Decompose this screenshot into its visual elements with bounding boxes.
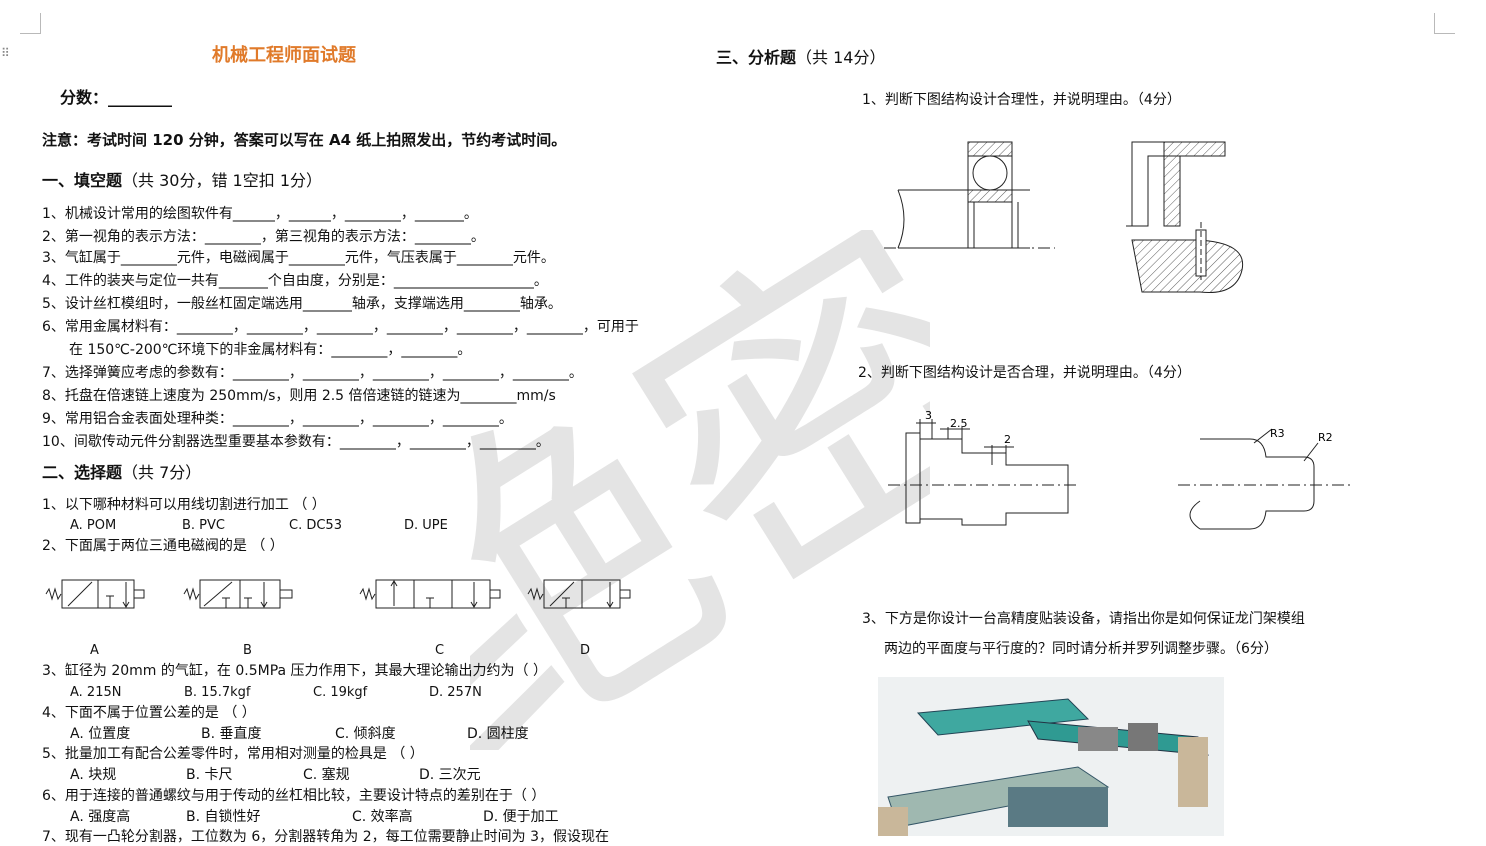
crop-mark-top-right <box>1434 13 1455 34</box>
section3-note: （共 14分） <box>796 48 886 67</box>
analysis-q1: 1、判断下图结构设计合理性，并说明理由。（4分） <box>862 92 1181 108</box>
choice-q5-d: D. 三次元 <box>419 767 481 783</box>
gantry-machine-image <box>878 677 1224 836</box>
fill-q6: 6、常用金属材料有：________，________，________，___… <box>42 319 639 335</box>
analysis-q2: 2、判断下图结构设计是否合理，并说明理由。（4分） <box>858 365 1191 381</box>
choice-q1-c: C. DC53 <box>289 518 342 533</box>
fill-q5: 5、设计丝杠模组时，一般丝杠固定端选用_______轴承，支撑端选用______… <box>42 296 562 312</box>
choice-q4-a: A. 位置度 <box>70 726 131 742</box>
section2-heading: 二、选择题 <box>42 463 123 482</box>
section1-note: （共 30分，错 1空扣 1分） <box>122 171 322 190</box>
crop-mark-top-left <box>20 13 41 34</box>
choice-q3-b: B. 15.7kgf <box>184 685 251 700</box>
fill-q8: 8、托盘在倍速链上速度为 250mm/s，则用 2.5 倍倍速链的链速为____… <box>42 388 556 404</box>
section2-header: 二、选择题（共 7分） <box>42 464 201 482</box>
choice-q1: 1、以下哪种材料可以用线切割进行加工 （ ） <box>42 497 326 513</box>
valve-symbol-c <box>359 579 501 609</box>
valve-symbols-figure <box>45 579 631 609</box>
dim-label-2: 2 <box>1004 433 1011 446</box>
score-label: 分数：________ <box>60 88 173 107</box>
valve-label-c: C <box>435 643 445 658</box>
fill-q1: 1、机械设计常用的绘图软件有______，______，________，___… <box>42 206 478 222</box>
choice-q4-b: B. 垂直度 <box>201 726 262 742</box>
choice-q5-c: C. 塞规 <box>303 767 350 783</box>
choice-q3-d: D. 257N <box>429 685 482 700</box>
radius-label-r2: R2 <box>1318 431 1333 444</box>
choice-q3: 3、缸径为 20mm 的气缸，在 0.5MPa 压力作用下，其最大理论输出力约为… <box>42 663 547 679</box>
watermark: 绝密 <box>470 230 930 750</box>
choice-q6: 6、用于连接的普通螺纹与用于传动的丝杠相比较，主要设计特点的差别在于（ ） <box>42 788 546 804</box>
fill-q6-cont: 在 150℃-200℃环境下的非金属材料有：________，________。 <box>69 342 472 358</box>
choice-q6-a: A. 强度高 <box>70 809 131 825</box>
valve-symbol-d <box>527 579 631 609</box>
choice-q2: 2、下面属于两位三通电磁阀的是 （ ） <box>42 538 284 554</box>
valve-symbol-b <box>183 579 293 609</box>
choice-q6-c: C. 效率高 <box>352 809 413 825</box>
fill-q9: 9、常用铝合金表面处理种类：________，________，________… <box>42 411 513 427</box>
analysis-q2-figure: 3 2.5 2 R3 R2 <box>888 409 1352 530</box>
valve-label-d: D <box>580 643 591 658</box>
page-title: 机械工程师面试题 <box>212 45 356 66</box>
radius-label-r3: R3 <box>1270 427 1285 440</box>
dim-label-3: 3 <box>925 409 932 422</box>
analysis-q3-line1: 3、下方是你设计一台高精度贴装设备，请指出你是如何保证龙门架模组 <box>862 611 1305 627</box>
fill-q7: 7、选择弹簧应考虑的参数有：________，________，________… <box>42 365 583 381</box>
choice-q7-partial: 7、现有一凸轮分割器，工位数为 6，分割器转角为 2，每工位需要静止时间为 3，… <box>42 829 609 845</box>
choice-q5-a: A. 块规 <box>70 767 117 783</box>
fill-q3: 3、气缸属于________元件，电磁阀属于________元件，气压表属于__… <box>42 250 555 266</box>
fill-q2: 2、第一视角的表示方法：________，第三视角的表示方法：________。 <box>42 229 485 245</box>
fill-q4: 4、工件的装夹与定位一共有_______个自由度，分别是：___________… <box>42 273 548 289</box>
choice-q3-c: C. 19kgf <box>313 685 368 700</box>
fill-q10: 10、间歇传动元件分割器选型重要基本参数有：________，________，… <box>42 434 550 450</box>
choice-q6-b: B. 自锁性好 <box>186 809 261 825</box>
choice-q5: 5、批量加工有配合公差零件时，常用相对测量的检具是 （ ） <box>42 746 424 762</box>
section3-header: 三、分析题（共 14分） <box>716 49 885 67</box>
choice-q1-b: B. PVC <box>182 518 225 533</box>
choice-q1-d: D. UPE <box>404 518 448 533</box>
valve-label-b: B <box>243 643 252 658</box>
choice-q4: 4、下面不属于位置公差的是 （ ） <box>42 705 256 721</box>
section3-heading: 三、分析题 <box>716 48 797 67</box>
section1-heading: 一、填空题 <box>42 171 123 190</box>
dim-label-2-5: 2.5 <box>950 417 968 430</box>
section1-header: 一、填空题（共 30分，错 1空扣 1分） <box>42 172 322 190</box>
choice-q1-a: A. POM <box>70 518 117 533</box>
valve-symbol-a <box>45 579 145 609</box>
choice-q6-d: D. 便于加工 <box>483 809 559 825</box>
analysis-q3-line2: 两边的平面度与平行度的？同时请分析并罗列调整步骤。（6分） <box>884 641 1278 657</box>
choice-q4-c: C. 倾斜度 <box>335 726 396 742</box>
choice-q5-b: B. 卡尺 <box>186 767 233 783</box>
choice-q4-d: D. 圆柱度 <box>467 726 529 742</box>
exam-notice: 注意：考试时间 120 分钟，答案可以写在 A4 纸上拍照发出，节约考试时间。 <box>42 131 567 149</box>
choice-q3-a: A. 215N <box>70 685 122 700</box>
section2-note: （共 7分） <box>122 463 202 482</box>
drag-handle-icon[interactable]: ⠿ <box>1 46 10 60</box>
analysis-q1-figure <box>884 141 1244 294</box>
valve-label-a: A <box>90 643 99 658</box>
